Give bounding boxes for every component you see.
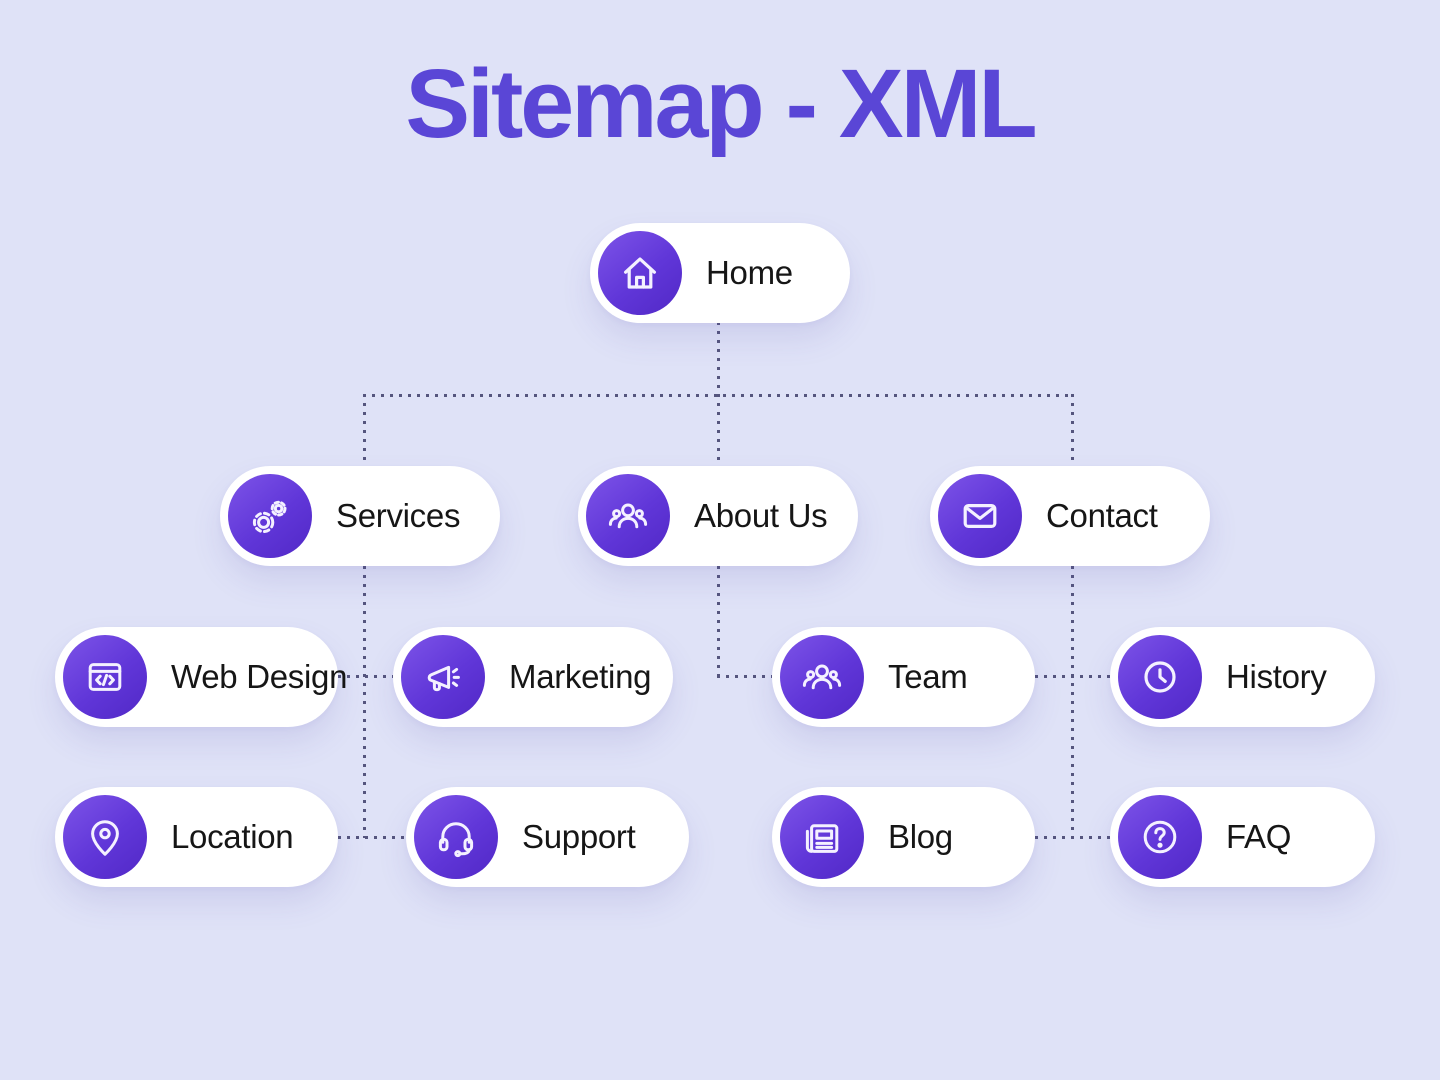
node-label: Home bbox=[706, 254, 793, 291]
node-label: Marketing bbox=[509, 658, 652, 695]
node-about-us: About Us bbox=[578, 466, 858, 566]
connector-home-down bbox=[717, 322, 720, 395]
connector-contact-down bbox=[1071, 566, 1074, 838]
envelope-icon bbox=[938, 474, 1022, 558]
node-contact: Contact bbox=[930, 466, 1210, 566]
node-label: Web Design bbox=[171, 658, 348, 695]
connector-aboutus-team bbox=[717, 675, 772, 678]
node-label: About Us bbox=[694, 497, 828, 534]
node-label: History bbox=[1226, 658, 1327, 695]
node-blog: Blog bbox=[772, 787, 1035, 887]
node-home: Home bbox=[590, 223, 850, 323]
newspaper-icon bbox=[780, 795, 864, 879]
map-pin-icon bbox=[63, 795, 147, 879]
node-label: Contact bbox=[1046, 497, 1158, 534]
node-support: Support bbox=[406, 787, 689, 887]
connector-about-us-down bbox=[717, 566, 720, 677]
megaphone-icon bbox=[401, 635, 485, 719]
connector-drop-services bbox=[363, 394, 366, 466]
code-window-icon bbox=[63, 635, 147, 719]
node-label: Support bbox=[522, 818, 636, 855]
headset-icon bbox=[414, 795, 498, 879]
question-icon bbox=[1118, 795, 1202, 879]
connector-drop-about-us bbox=[717, 394, 720, 466]
people-icon bbox=[780, 635, 864, 719]
clock-icon bbox=[1118, 635, 1202, 719]
node-services: Services bbox=[220, 466, 500, 566]
connector-webdesign-marketing bbox=[338, 675, 393, 678]
home-icon bbox=[598, 231, 682, 315]
node-label: Team bbox=[888, 658, 968, 695]
node-web-design: Web Design bbox=[55, 627, 347, 727]
connector-location-support bbox=[338, 836, 406, 839]
connector-team-history bbox=[1035, 675, 1110, 678]
node-team: Team bbox=[772, 627, 1035, 727]
connector-drop-contact bbox=[1071, 394, 1074, 466]
node-label: FAQ bbox=[1226, 818, 1292, 855]
connector-blog-faq bbox=[1035, 836, 1110, 839]
node-faq: FAQ bbox=[1110, 787, 1375, 887]
page-title: Sitemap - XML bbox=[405, 49, 1037, 158]
node-location: Location bbox=[55, 787, 338, 887]
node-label: Location bbox=[171, 818, 294, 855]
node-marketing: Marketing bbox=[393, 627, 673, 727]
connector-services-down bbox=[363, 566, 366, 838]
gears-icon bbox=[228, 474, 312, 558]
node-label: Services bbox=[336, 497, 461, 534]
node-label: Blog bbox=[888, 818, 953, 855]
node-history: History bbox=[1110, 627, 1375, 727]
people-icon bbox=[586, 474, 670, 558]
